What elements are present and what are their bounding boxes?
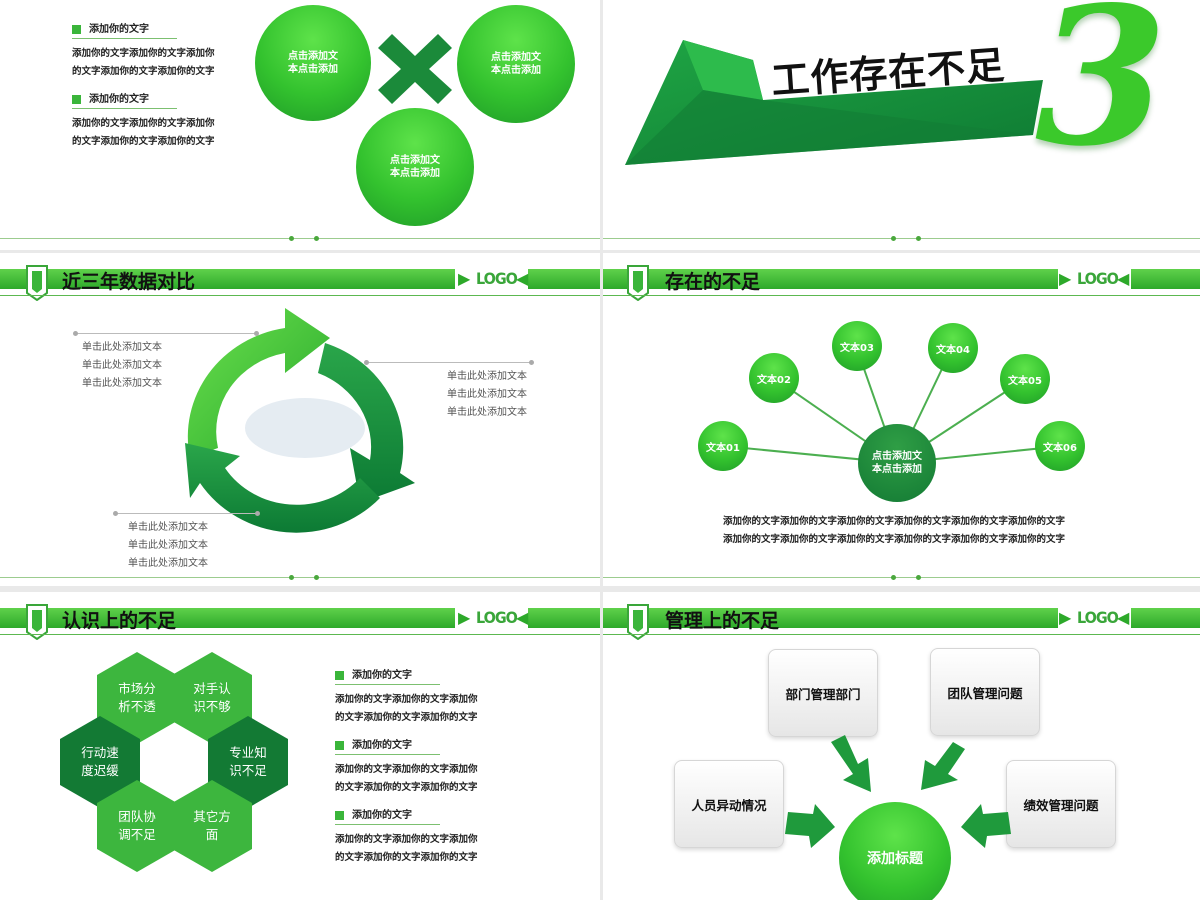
page-title: 管理上的不足 bbox=[665, 610, 780, 632]
slide-4[interactable]: 存在的不足 ▶ LOGO ◀ 文本01 文本02 文本03 文本04 文本05 … bbox=[603, 253, 1200, 586]
logo: LOGO bbox=[1077, 269, 1119, 288]
node-06[interactable]: 文本06 bbox=[1035, 421, 1085, 471]
node-05[interactable]: 文本05 bbox=[1000, 354, 1050, 404]
chevron-right-icon: ▶ bbox=[1059, 269, 1072, 288]
callout-line-right bbox=[366, 362, 531, 363]
chevron-right-icon: ▶ bbox=[1059, 608, 1072, 627]
callout-line-bottom bbox=[115, 513, 257, 514]
slide-1[interactable]: 添加你的文字 添加你的文字添加你的文字添加你 的文字添加你的文字添加你的文字 添… bbox=[0, 0, 600, 250]
text-bottom: 单击此处添加文本单击此处添加文本单击此处添加文本 bbox=[128, 522, 208, 569]
box-team[interactable]: 团队管理问题 bbox=[930, 648, 1040, 736]
page-title: 认识上的不足 bbox=[62, 610, 177, 632]
node-01[interactable]: 文本01 bbox=[698, 421, 748, 471]
box-department[interactable]: 部门管理部门 bbox=[768, 649, 878, 737]
node-02[interactable]: 文本02 bbox=[749, 353, 799, 403]
bookmark-icon bbox=[26, 604, 48, 640]
bookmark-icon bbox=[26, 265, 48, 301]
chevron-right-icon: ▶ bbox=[458, 608, 471, 627]
bookmark-icon bbox=[627, 265, 649, 301]
circle-3[interactable]: 点击添加文本点击添加 bbox=[356, 108, 474, 226]
text-right: 单击此处添加文本单击此处添加文本单击此处添加文本 bbox=[447, 371, 527, 418]
bullet-square-icon bbox=[72, 94, 81, 104]
box-personnel[interactable]: 人员异动情况 bbox=[674, 760, 784, 848]
bullet-square-icon bbox=[335, 670, 344, 680]
center-title[interactable]: 添加标题 bbox=[839, 802, 951, 900]
cross-icon bbox=[378, 34, 452, 104]
center-node[interactable]: 点击添加文本点击添加 bbox=[858, 424, 936, 502]
chevron-left-icon: ◀ bbox=[516, 608, 529, 627]
logo: LOGO bbox=[1077, 608, 1119, 627]
section-number: 3 bbox=[1035, 0, 1168, 188]
banner-shape bbox=[625, 40, 1043, 165]
cycle-arrows bbox=[185, 308, 415, 533]
chevron-left-icon: ◀ bbox=[1117, 608, 1130, 627]
bullet-square-icon bbox=[72, 24, 81, 34]
slide-2[interactable]: 工作存在不足 3 bbox=[603, 0, 1200, 250]
text-item-1: 添加你的文字 添加你的文字添加你的文字添加你的文字添加你的文字添加你的文字 bbox=[335, 670, 478, 723]
page-title: 近三年数据对比 bbox=[62, 271, 196, 293]
text-item-2: 添加你的文字 添加你的文字添加你的文字添加你 的文字添加你的文字添加你的文字 bbox=[72, 94, 215, 147]
text-item-3: 添加你的文字 添加你的文字添加你的文字添加你的文字添加你的文字添加你的文字 bbox=[335, 810, 478, 863]
box-performance[interactable]: 绩效管理问题 bbox=[1006, 760, 1116, 848]
node-04[interactable]: 文本04 bbox=[928, 323, 978, 373]
slide-6[interactable]: 管理上的不足 ▶ LOGO ◀ 部门管理部门 团队管理问题 人员异动情况 绩效管… bbox=[603, 592, 1200, 900]
body-text: 添加你的文字添加你的文字添加你的文字添加你的文字添加你的文字添加你的文字添加你的… bbox=[723, 516, 1066, 545]
arrows bbox=[785, 735, 1011, 848]
bookmark-icon bbox=[627, 604, 649, 640]
text-item-2: 添加你的文字 添加你的文字添加你的文字添加你的文字添加你的文字添加你的文字 bbox=[335, 740, 478, 793]
text-item-1: 添加你的文字 添加你的文字添加你的文字添加你 的文字添加你的文字添加你的文字 bbox=[72, 24, 215, 77]
callout-line-left bbox=[76, 333, 256, 334]
bullet-square-icon bbox=[335, 740, 344, 750]
circle-2[interactable]: 点击添加文本点击添加 bbox=[457, 5, 575, 123]
text-left: 单击此处添加文本单击此处添加文本单击此处添加文本 bbox=[82, 342, 162, 389]
page-title: 存在的不足 bbox=[665, 271, 761, 293]
logo: LOGO bbox=[476, 608, 518, 627]
slide-5[interactable]: 认识上的不足 ▶ LOGO ◀ 市场分析不透 对手认识不够 行动速度迟缓 专业知… bbox=[0, 592, 600, 900]
node-03[interactable]: 文本03 bbox=[832, 321, 882, 371]
circle-1[interactable]: 点击添加文本点击添加 bbox=[255, 5, 371, 121]
logo: LOGO bbox=[476, 269, 518, 288]
bullet-square-icon bbox=[335, 810, 344, 820]
chevron-left-icon: ◀ bbox=[1117, 269, 1130, 288]
slide-3[interactable]: 近三年数据对比 ▶ LOGO ◀ 单击此处添加文本单击此处添加文本单击此处添加文… bbox=[0, 253, 600, 586]
chevron-left-icon: ◀ bbox=[516, 269, 529, 288]
chevron-right-icon: ▶ bbox=[458, 269, 471, 288]
